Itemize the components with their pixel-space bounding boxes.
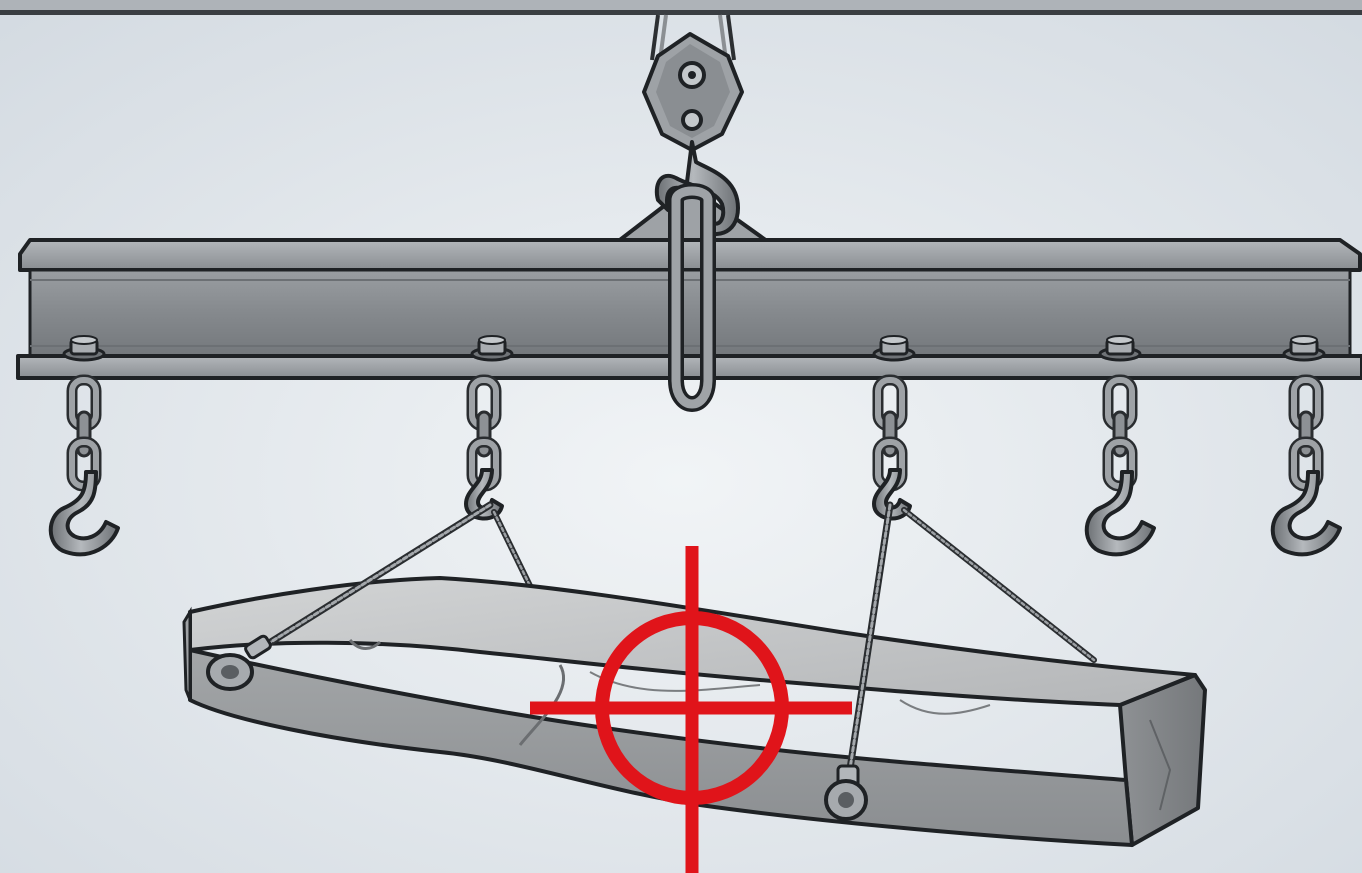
spreader-beam-icon <box>18 240 1362 378</box>
ceiling-rail-icon <box>0 0 1362 15</box>
